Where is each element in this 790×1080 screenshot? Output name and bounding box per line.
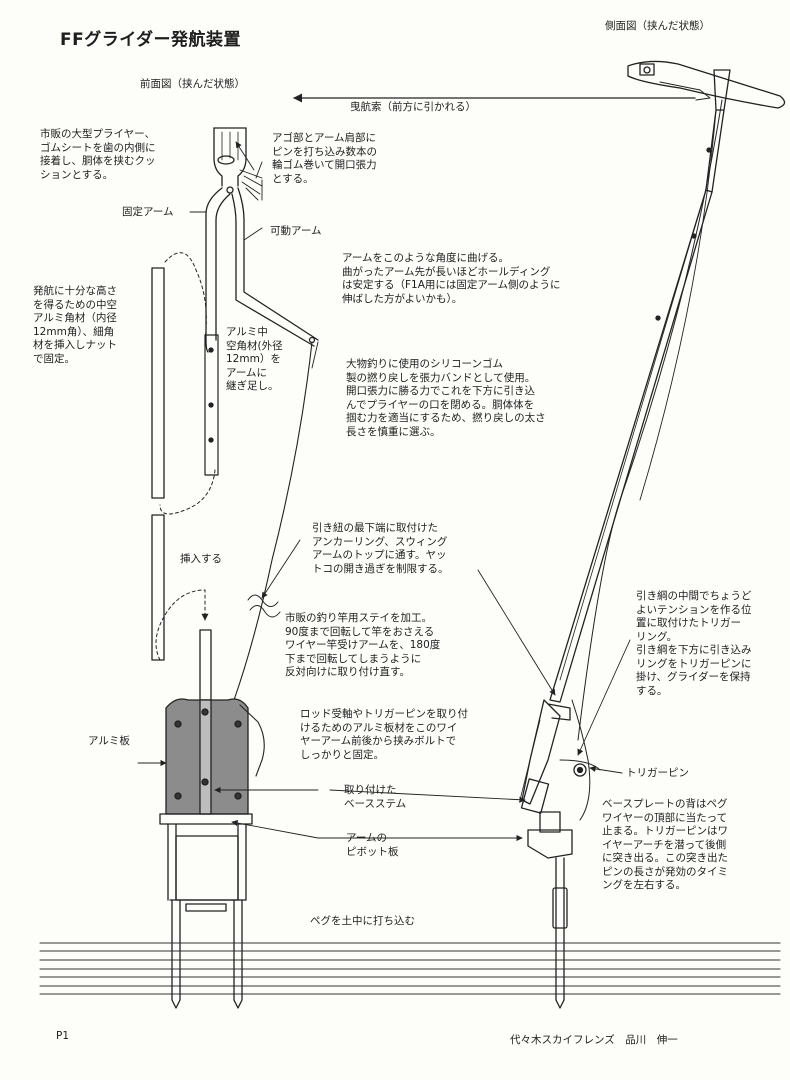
note-rod-stay: 市販の釣り竿用ステイを加工。 90度まで回転して竿をおさえる ワイヤー竿受けアー… [285,612,441,678]
note-alu-tube: アルミ中 空角材(外径 12mm）を アームに 継ぎ足し。 [226,326,283,392]
note-bolt-plate: ロッド受軸やトリガーピンを取り付 けるためのアルミ板材をこのワイ ヤーアーム前後… [300,708,468,761]
author-credit: 代々木スカイフレンズ 品川 伸一 [510,1034,678,1046]
note-arm-angle: アームをこのような角度に曲げる。 曲がったアーム先が長いほどホールディング は安… [342,252,561,305]
note-jaw-pin: アゴ部とアーム肩部に ピンを打ち込み数本の 輪ゴム巻いて開口張力 とする。 [272,132,377,185]
height-tube-lower [151,514,165,661]
label-fixed-arm: 固定アーム [122,206,174,218]
front-tension-cord [233,341,313,701]
page-number: P1 [56,1030,70,1042]
pointer-lines [137,141,631,842]
note-height-tube: 発航に十分な高さ を得るための中空 アルミ角材（内径 12mm角）、細角 材を挿… [33,285,117,365]
side-view-base [519,699,601,1009]
page-title: FFグライダー発航装置 [60,30,242,50]
label-pivot-plate: アームの ピボット板 [346,832,399,858]
side-view-label: 側面図（挟んだ状態） [605,20,710,32]
ground-lines [39,942,781,995]
note-trigger-line: 引き綱の中間でちょうど よいテンションを作る位 置に取付けたトリガー リング。 … [636,590,752,697]
dashed-guides [155,252,216,661]
label-peg: ペグを土中に打ち込む [310,915,415,927]
label-alu-plate: アルミ板 [88,735,130,747]
label-leaders [189,211,263,241]
insert-stem [199,629,212,701]
note-pliers: 市販の大型プライヤー、 ゴムシートを歯の内側に 接着し、胴体を挟むクッ ションと… [40,128,156,181]
front-base-plate [159,698,265,1009]
side-view-arm [549,69,731,741]
note-rubber: 大物釣りに使用のシリコーンゴム 製の撚り戻しを張力バンドとして使用。 開口張力に… [346,358,546,438]
label-base-stem: 取り付けた ベースステム [344,784,407,810]
label-movable-arm: 可動アーム [270,225,322,237]
side-view-glider [627,60,786,109]
note-base-plate: ベースプレートの背はペグ ワイヤーの頂部に当たって 止まる。トリガーピンはワ イ… [602,798,728,891]
front-view-label: 前面図（挟んだ状態） [140,78,245,90]
label-trigger-pin: トリガーピン [626,767,689,779]
note-anchor-ring: 引き紐の最下端に取付けた アンカーリング、スウィング アームのトップに通す。ヤッ… [312,522,449,575]
label-insert: 挿入する [180,553,222,565]
tow-direction-label: 曳航索（前方に引かれる） [350,101,476,113]
height-tube-upper [151,267,165,499]
